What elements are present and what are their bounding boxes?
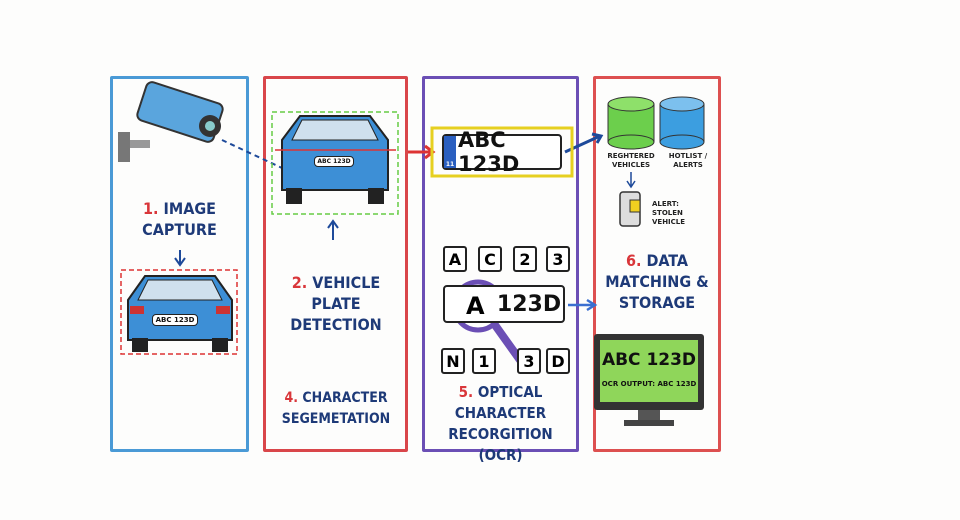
char-box: 3 [517, 348, 541, 374]
monitor-icon [594, 334, 704, 426]
db-label-hotlist: HOTLIST / ALERTS [668, 152, 708, 169]
char-box: 1 [472, 348, 496, 374]
dashed-arrow [221, 139, 283, 169]
magnified-char: A [466, 292, 485, 320]
plate-text: ABC 123D [458, 128, 520, 176]
alert-text: ALERT: STOLEN VEHICLE [652, 200, 686, 226]
plate-country-band: 11 [444, 136, 456, 168]
panel-ocr [422, 76, 579, 452]
step-2-label: 2. VEHICLE PLATE DETECTION [290, 273, 382, 334]
monitor-output: OCR OUTPUT: ABC 123D [601, 380, 697, 388]
char-box: 2 [513, 246, 537, 272]
step-4-label: 4. CHARACTER SEGEMETATION [281, 390, 391, 427]
step-5-label: 5. OPTICAL CHARACTER RECORGITION (OCR) [448, 383, 553, 464]
database-icon-registered [607, 96, 655, 150]
segmented-plate: 123D [443, 285, 565, 323]
monitor-plate: ABC 123D [601, 350, 697, 370]
char-box: N [441, 348, 465, 374]
database-icon-hotlist [659, 96, 705, 150]
char-box: C [478, 246, 502, 272]
car-detection-icon [271, 111, 399, 215]
car-plate: ABC 123D [152, 314, 198, 326]
char-box: D [546, 348, 570, 374]
cropped-plate: 11 ABC 123D [442, 128, 562, 176]
step-6-label: 6. DATA MATCHING & STORAGE [605, 251, 709, 312]
camera-icon [118, 81, 224, 162]
step-1-label: 1. IMAGE CAPTURE [142, 199, 217, 239]
panel-data-matching [593, 76, 721, 452]
db-label-registered: REGHTERED VEHICLES [607, 152, 655, 169]
char-box: A [443, 246, 467, 272]
car-rear-icon [120, 269, 238, 355]
char-box: 3 [546, 246, 570, 272]
phone-icon [619, 191, 641, 227]
detected-plate: ABC 123D [314, 156, 354, 167]
panel-image-capture [110, 76, 249, 452]
panel-plate-detection [263, 76, 408, 452]
